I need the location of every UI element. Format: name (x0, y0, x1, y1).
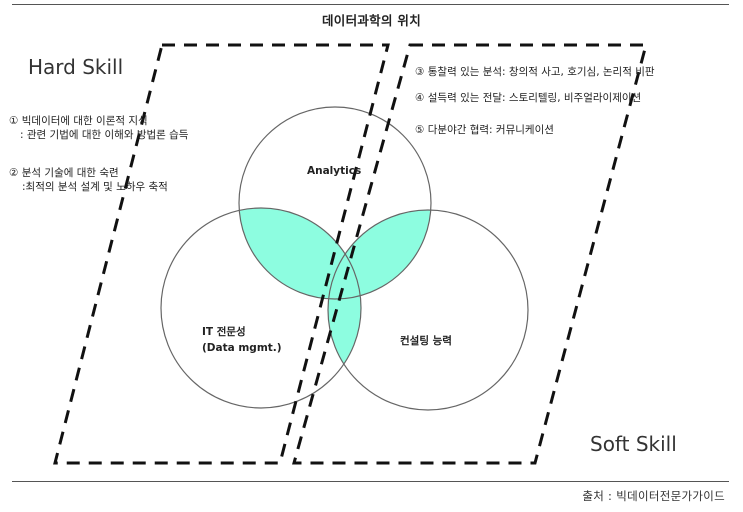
hard-skill-item-1-sub: : 관련 기법에 대한 이해와 방법론 습득 (20, 128, 189, 141)
soft-skill-region (292, 43, 648, 465)
consulting-circle (327, 209, 529, 411)
soft-skill-item-3: ③ 통찰력 있는 분석: 창의적 사고, 호기심, 논리적 비판 (415, 66, 655, 78)
bottom-rule (12, 481, 729, 482)
soft-skill-item-4: ④ 설득력 있는 전달: 스토리텔링, 비주얼라이제이션 (415, 92, 641, 104)
soft-skill-label: Soft Skill (590, 432, 677, 456)
hard-skill-label: Hard Skill (28, 55, 123, 79)
diagram-title: 데이터과학의 위치 (321, 13, 422, 28)
top-rule (12, 4, 729, 5)
hard-skill-item-2: ② 분석 기술에 대한 숙련 (9, 167, 119, 179)
it-label-line1: IT 전문성 (202, 325, 246, 338)
analytics-label: Analytics (307, 165, 361, 177)
analytics-circle (238, 106, 432, 300)
consulting-label: 컨설팅 능력 (400, 334, 452, 347)
soft-skill-item-5: ⑤ 다분야간 협력: 커뮤니케이션 (415, 123, 554, 136)
it-label-line2: (Data mgmt.) (202, 342, 282, 354)
overlap-analytics-it (239, 208, 361, 299)
overlap-analytics-consulting (328, 210, 431, 299)
hard-skill-item-1: ① 빅데이터에 대한 이론적 지식 (9, 115, 148, 127)
source-note: 출처 : 빅데이터전문가가이드 (582, 489, 725, 503)
it-circle (160, 207, 362, 409)
hard-skill-item-2-sub: :최적의 분석 설계 및 노하우 축적 (22, 180, 168, 193)
